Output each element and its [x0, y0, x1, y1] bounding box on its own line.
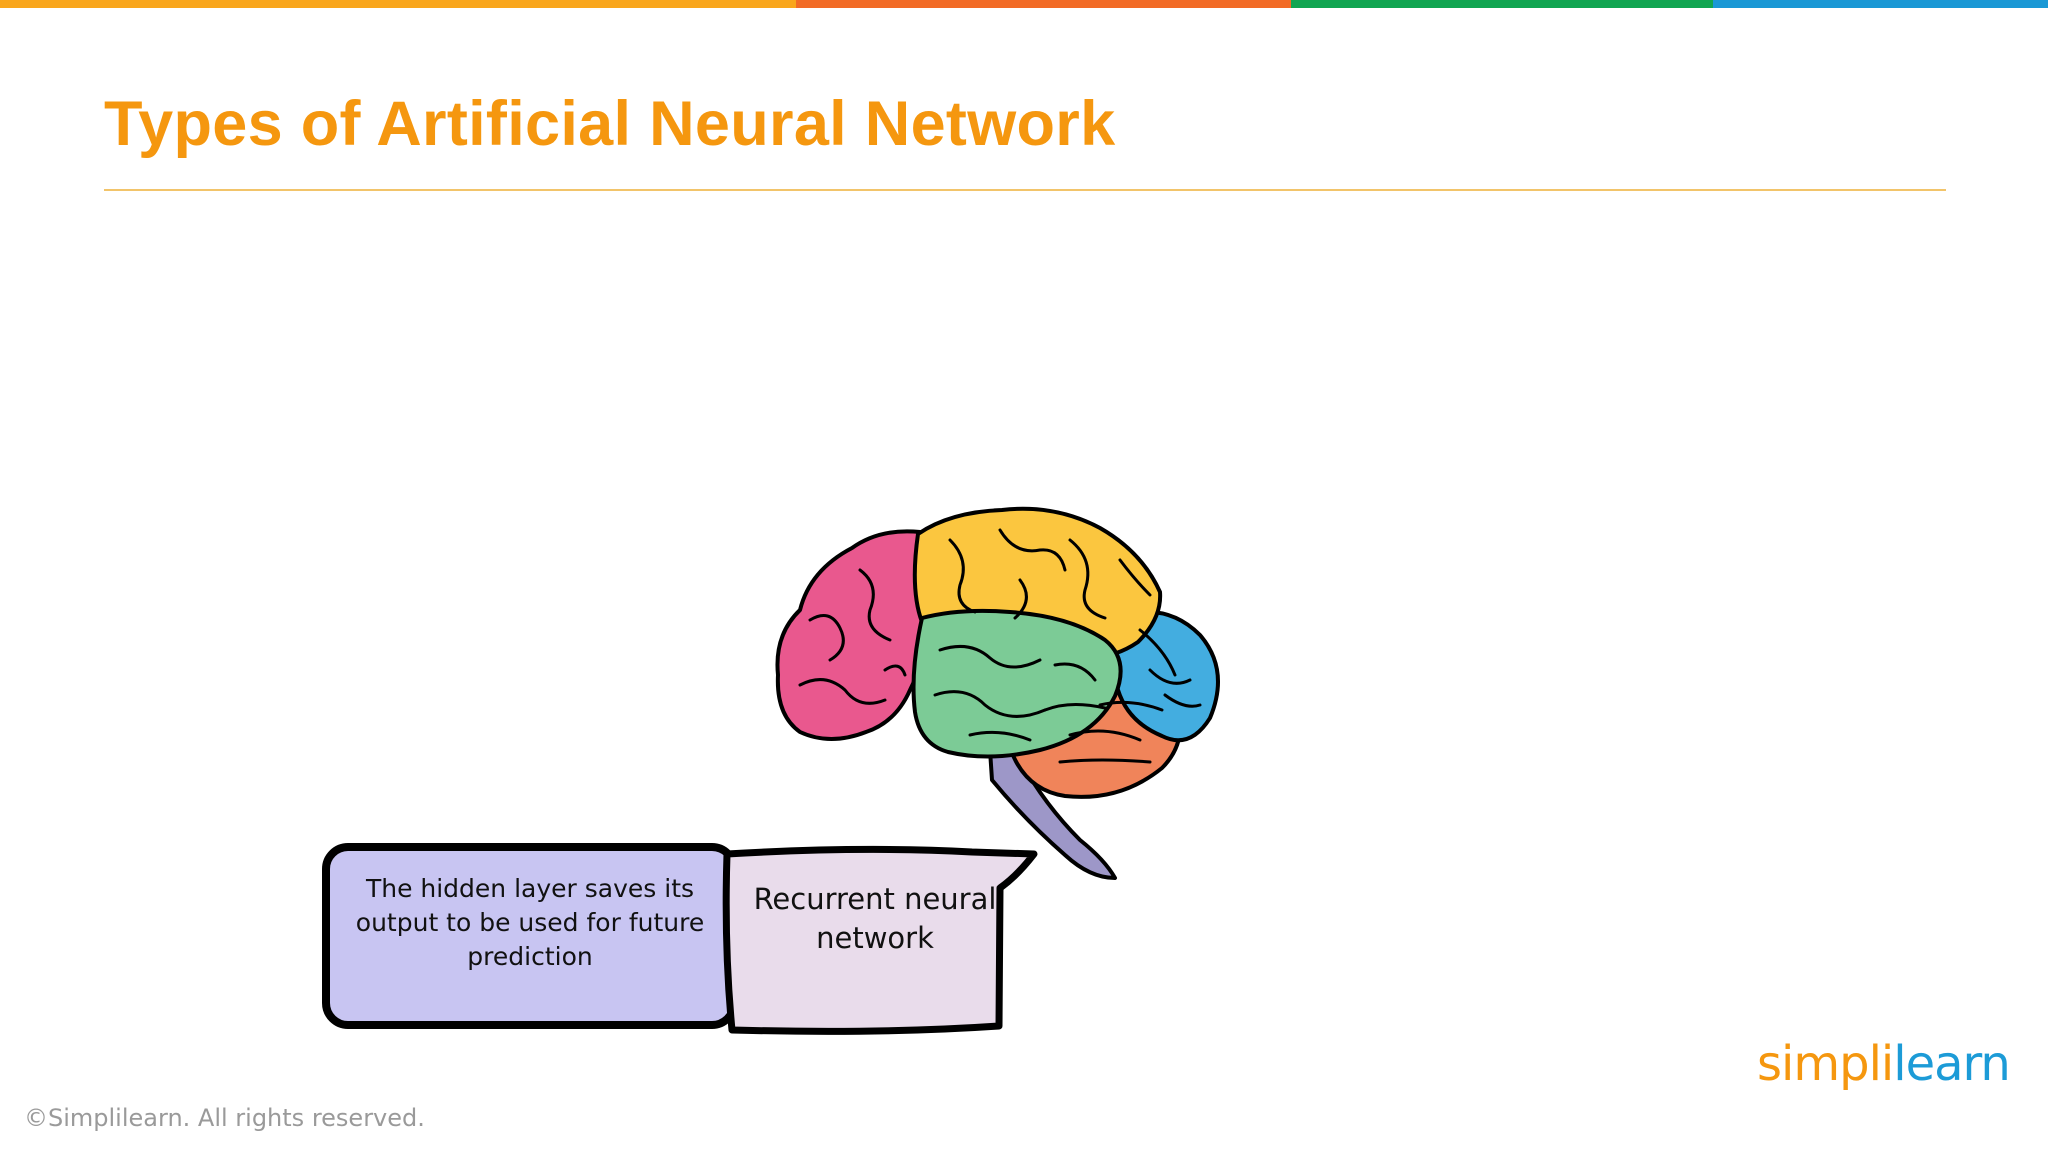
bar-orange — [0, 0, 796, 8]
bar-green — [1291, 0, 1713, 8]
hidden-layer-text: The hidden layer saves its output to be … — [355, 874, 705, 971]
bar-dark-orange — [796, 0, 1291, 8]
logo-part2: learn — [1893, 1036, 2011, 1092]
page-title: Types of Artificial Neural Network — [104, 89, 1116, 159]
simplilearn-logo: simplilearn — [1757, 1036, 2011, 1092]
bar-blue — [1713, 0, 2048, 8]
logo-mark: i — [1880, 1036, 1894, 1092]
brain-icon — [775, 506, 1220, 880]
title-divider — [104, 189, 1946, 191]
top-color-bar — [0, 0, 2048, 8]
hidden-layer-box — [322, 843, 738, 1029]
logo-part1: simpl — [1757, 1036, 1882, 1092]
bubble-label: Recurrent neural network — [753, 882, 997, 955]
copyright-text: ©Simplilearn. All rights reserved. — [24, 1104, 425, 1132]
speech-bubble — [722, 845, 1038, 1035]
